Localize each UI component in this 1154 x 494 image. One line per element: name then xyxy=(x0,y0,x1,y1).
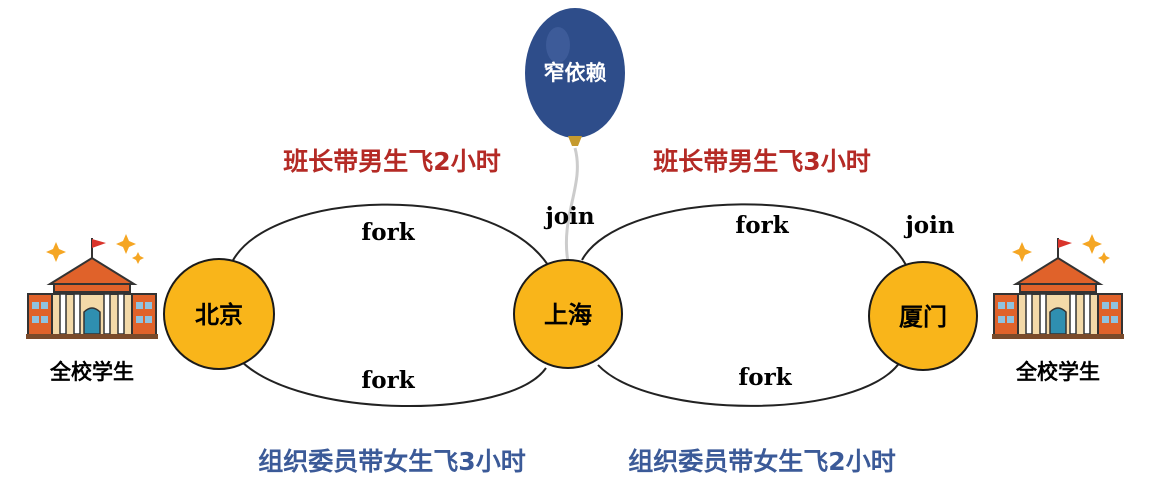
flag-icon xyxy=(91,238,106,258)
sparkle-icon xyxy=(46,234,144,264)
edge-label-join-shanghai: join xyxy=(543,203,594,230)
edge-label-bj-sh-top: fork xyxy=(361,219,415,246)
node-xiamen-label: 厦门 xyxy=(899,303,947,331)
balloon-label: 窄依赖 xyxy=(544,61,607,85)
node-shanghai xyxy=(513,259,623,369)
node-shanghai-label: 上海 xyxy=(544,301,592,329)
balloon-string xyxy=(564,147,579,263)
school-building-icon xyxy=(26,234,158,339)
caption-bottom-left: 组织委员带女生飞3小时 xyxy=(258,447,525,476)
edge-label-bj-sh-bottom: fork xyxy=(361,367,415,394)
node-xiamen xyxy=(868,261,978,371)
node-beijing-label: 北京 xyxy=(195,301,243,329)
caption-bottom-right: 组织委员带女生飞2小时 xyxy=(628,447,895,476)
flag-icon xyxy=(1057,238,1072,258)
balloon-icon xyxy=(525,8,625,146)
caption-top-left: 班长带男生飞2小时 xyxy=(283,147,500,176)
edge-sh-xm-bottom xyxy=(597,361,901,407)
node-beijing xyxy=(163,258,275,370)
sparkle-icon xyxy=(1012,234,1110,264)
edge-label-join-xiamen: join xyxy=(903,212,954,239)
school-left-label: 全校学生 xyxy=(49,360,134,384)
school-right-label: 全校学生 xyxy=(1015,360,1100,384)
edge-label-sh-xm-bottom: fork xyxy=(738,364,792,391)
caption-top-right: 班长带男生飞3小时 xyxy=(653,147,870,176)
school-building-icon xyxy=(992,234,1124,339)
edge-bj-sh-bottom xyxy=(239,359,547,408)
edge-sh-xm-top xyxy=(581,203,907,266)
edge-label-sh-xm-top: fork xyxy=(735,212,789,239)
edge-bj-sh-top xyxy=(231,203,549,266)
